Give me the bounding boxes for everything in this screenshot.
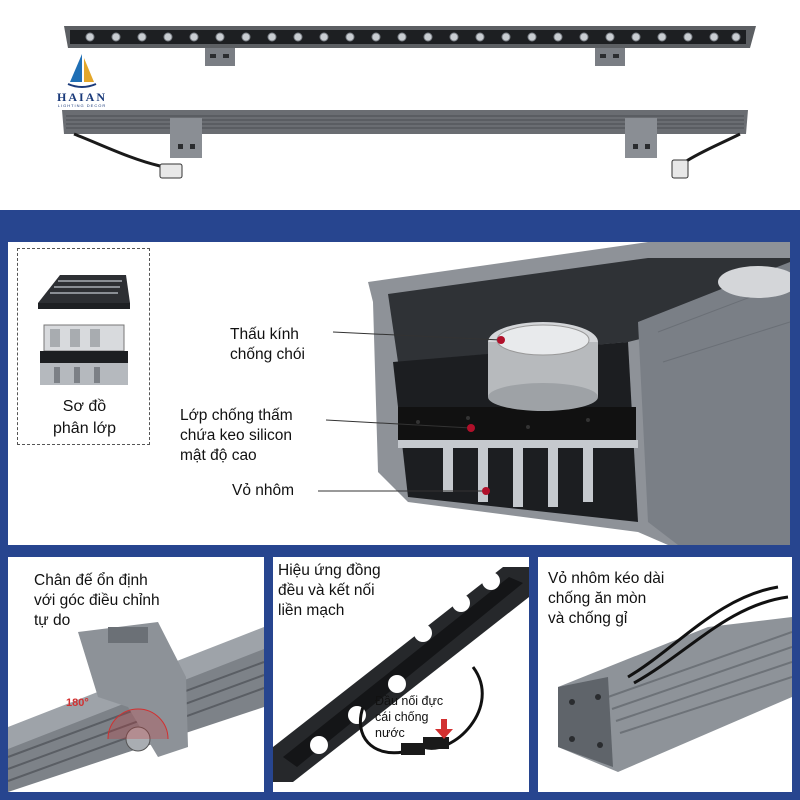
aluminum-shell-illustration xyxy=(558,585,792,772)
layer-stack-diagram xyxy=(38,275,130,385)
light-feature-panel: Hiệu ứng đồng đều và kết nối liền mạch Đ… xyxy=(273,557,529,792)
brand-name: HAIAN xyxy=(56,90,107,104)
rotation-angle-label: 180° xyxy=(66,697,89,709)
seal-label: Lớp chống thấm chứa keo silicon mật độ c… xyxy=(180,407,293,464)
connector-label: Đầu nối đực cái chống nước xyxy=(375,694,444,740)
lens-label: Thấu kính chống chói xyxy=(230,326,305,363)
mount-feature-panel: Chân đế ổn định với góc điều chỉnh tự do… xyxy=(8,557,264,792)
led-bar-back xyxy=(62,110,748,179)
aluminum-profile-diagram xyxy=(368,242,790,545)
brand-tagline: LIGHTING DECOR xyxy=(57,103,107,108)
mount-bracket-illustration xyxy=(8,622,264,792)
shell-label: Vỏ nhôm xyxy=(232,482,295,499)
shell-feature-panel: Vỏ nhôm kéo dài chống ăn mòn và chống gỉ xyxy=(538,557,792,792)
inset-caption: Sơ đồ phân lớp xyxy=(53,398,116,437)
mount-title: Chân đế ổn định với góc điều chỉnh tự do xyxy=(34,572,160,629)
layer-diagram-inset: Sơ đồ phân lớp xyxy=(17,248,150,445)
brand-logo: HAIAN LIGHTING DECOR xyxy=(50,52,114,108)
shell-title: Vỏ nhôm kéo dài chống ăn mòn và chống gỉ xyxy=(548,570,665,627)
led-bar-front xyxy=(64,26,756,66)
product-photo-area: HAIAN LIGHTING DECOR xyxy=(0,0,800,210)
light-title: Hiệu ứng đồng đều và kết nối liền mạch xyxy=(278,562,381,619)
callout-lines xyxy=(318,331,505,495)
led-strip-illustration xyxy=(273,567,529,782)
sailboat-icon xyxy=(67,54,97,88)
